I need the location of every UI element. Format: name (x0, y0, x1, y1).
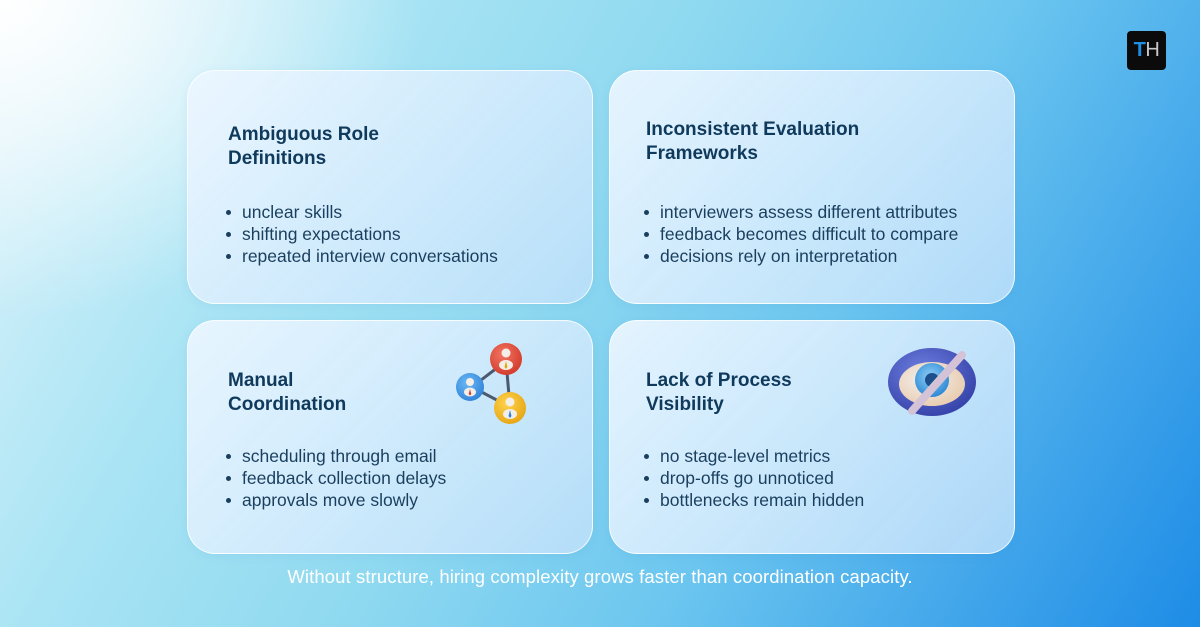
list-item: repeated interview conversations (224, 245, 498, 267)
card-title: Manual Coordination (228, 370, 347, 415)
list-item: no stage-level metrics (642, 445, 864, 467)
list-item: shifting expectations (224, 223, 498, 245)
card-title: Lack of Process Visibility (646, 370, 792, 415)
people-network-icon (456, 343, 526, 424)
logo-letter-t: T (1133, 39, 1146, 61)
card-title: Inconsistent Evaluation Frameworks (646, 119, 860, 164)
card-bullet-list: scheduling through email feedback collec… (224, 445, 446, 511)
list-item: feedback becomes difficult to compare (642, 223, 958, 245)
eye-slash-icon (888, 348, 976, 416)
logo-letter-h: H (1145, 39, 1160, 61)
list-item: unclear skills (224, 201, 498, 223)
list-item: approvals move slowly (224, 489, 446, 511)
list-item: scheduling through email (224, 445, 446, 467)
card-bullet-list: unclear skills shifting expectations rep… (224, 201, 498, 267)
card-ambiguous-role-definitions: Ambiguous Role Definitions unclear skill… (187, 70, 593, 304)
card-bullet-list: interviewers assess different attributes… (642, 201, 958, 267)
card-manual-coordination: Manual Coordination scheduling through e… (187, 320, 593, 554)
card-lack-of-process-visibility: Lack of Process Visibility no stage-leve… (609, 320, 1015, 554)
card-inconsistent-evaluation-frameworks: Inconsistent Evaluation Frameworks inter… (609, 70, 1015, 304)
list-item: drop-offs go unnoticed (642, 467, 864, 489)
list-item: feedback collection delays (224, 467, 446, 489)
footer-caption: Without structure, hiring complexity gro… (287, 566, 913, 587)
list-item: bottlenecks remain hidden (642, 489, 864, 511)
card-bullet-list: no stage-level metrics drop-offs go unno… (642, 445, 864, 511)
list-item: interviewers assess different attributes (642, 201, 958, 223)
list-item: decisions rely on interpretation (642, 245, 958, 267)
card-title: Ambiguous Role Definitions (228, 124, 379, 169)
